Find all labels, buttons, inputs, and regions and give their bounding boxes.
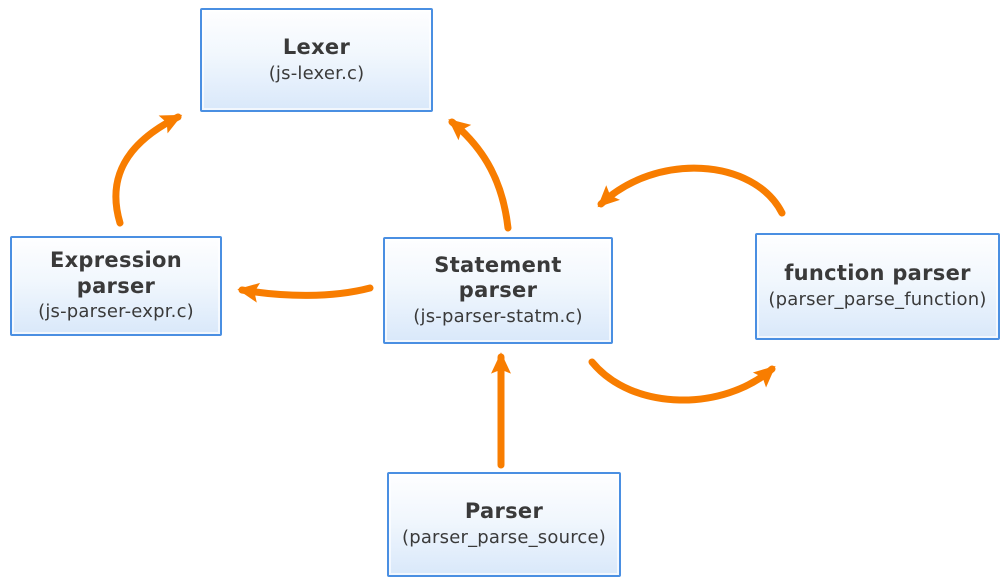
node-parser-subtitle: (parser_parse_source) (401, 527, 607, 549)
node-function-parser-subtitle: (parser_parse_function) (768, 289, 987, 311)
node-statement-parser-title: Statement parser (434, 252, 562, 303)
node-lexer-title: Lexer (282, 34, 351, 59)
node-lexer-subtitle: (js-lexer.c) (268, 62, 365, 84)
node-expression-parser-subtitle: (js-parser-expr.c) (38, 301, 194, 323)
node-expression-parser-title: Expression parser (49, 248, 183, 298)
node-statement-parser-subtitle: (js-parser-statm.c) (413, 305, 583, 327)
edge-expression-parser-to-lexer-arrow (112, 113, 183, 227)
node-function-parser: function parser (parser_parse_function) (755, 233, 1000, 340)
node-expression-parser: Expression parser (js-parser-expr.c) (10, 236, 222, 336)
node-lexer: Lexer (js-lexer.c) (200, 8, 433, 112)
edge-statement-parser-to-function-parser-arrow (588, 358, 776, 404)
node-function-parser-title: function parser (784, 261, 971, 286)
node-parser-title: Parser (464, 499, 544, 524)
node-statement-parser: Statement parser (js-parser-statm.c) (383, 237, 613, 344)
edge-statement-parser-to-lexer-arrow (448, 118, 512, 232)
edge-statement-parser-to-expression-parser-arrow (237, 282, 374, 303)
edge-function-parser-to-statement-parser-arrow (597, 164, 786, 217)
node-parser: Parser (parser_parse_source) (387, 472, 621, 577)
